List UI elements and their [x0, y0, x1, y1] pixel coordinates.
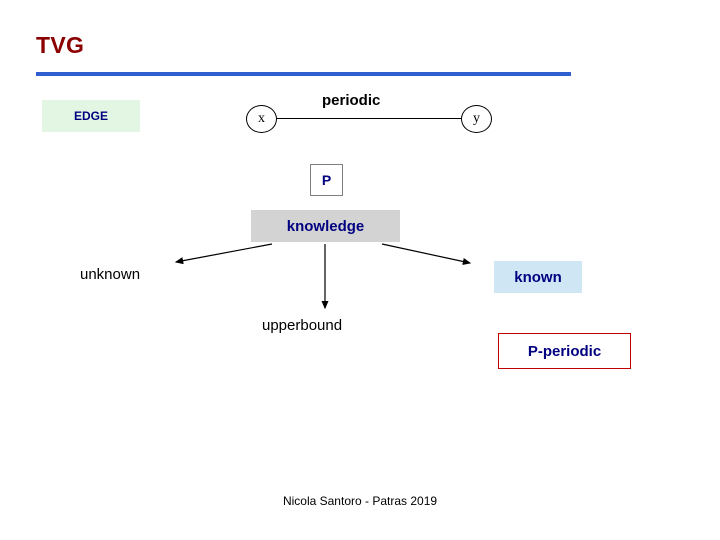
edge-connector-line	[277, 118, 461, 119]
p-value-box: P	[310, 164, 343, 196]
graph-node-x: x	[246, 105, 277, 133]
unknown-label: unknown	[80, 266, 141, 283]
page-title: TVG	[36, 32, 85, 58]
p-periodic-box: P-periodic	[498, 333, 631, 369]
edge-tag-box: EDGE	[42, 100, 140, 132]
known-box: known	[494, 261, 582, 293]
graph-node-y: y	[461, 105, 492, 133]
edge-label-periodic: periodic	[322, 92, 381, 109]
upperbound-label: upperbound	[262, 317, 343, 334]
arrow-knowledge-to-unknown	[174, 243, 273, 265]
knowledge-box: knowledge	[251, 210, 400, 242]
arrow-knowledge-to-known	[381, 243, 472, 265]
title-underline-rule	[36, 72, 571, 76]
slide-footer: Nicola Santoro - Patras 2019	[282, 494, 438, 508]
